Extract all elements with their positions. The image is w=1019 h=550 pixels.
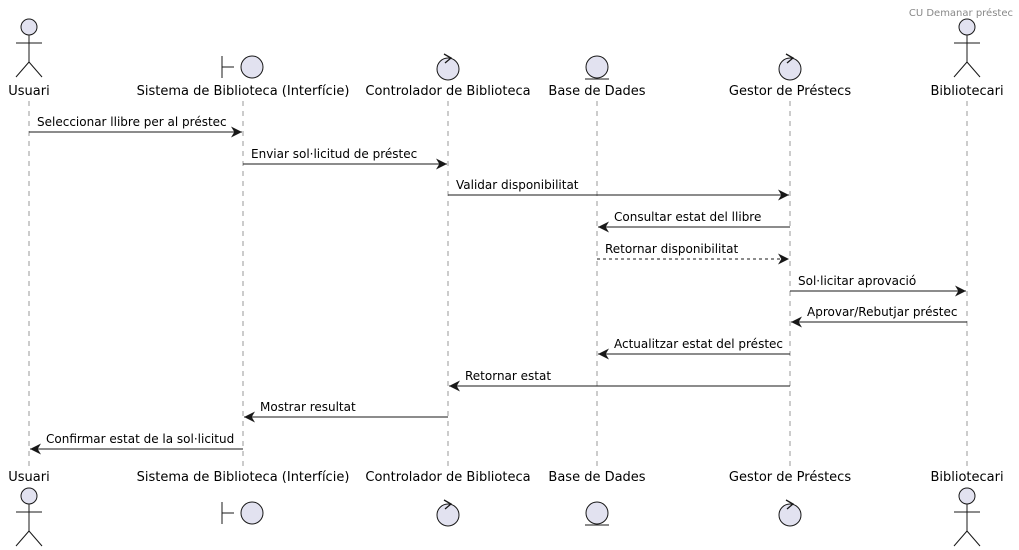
participant-bibliotecari-top: Bibliotecari (930, 18, 1004, 99)
boundary-icon (221, 501, 264, 525)
message-9: Retornar estat (449, 369, 790, 392)
message-3: Validar disponibilitat (448, 178, 789, 201)
participant-label: Sistema de Biblioteca (Interfície) (137, 470, 350, 485)
participant-label: Usuari (8, 84, 49, 99)
participant-sistema-bottom: Sistema de Biblioteca (Interfície) (137, 470, 350, 525)
participant-label: Controlador de Biblioteca (365, 470, 530, 485)
participant-label: Base de Dades (548, 84, 645, 99)
participant-gestor-top: Gestor de Préstecs (729, 53, 851, 99)
participant-label: Gestor de Préstecs (729, 470, 851, 485)
control-icon (778, 499, 802, 527)
message-10: Mostrar resultat (244, 400, 448, 423)
actor-icon (15, 487, 43, 547)
message-label: Aprovar/Rebutjar préstec (807, 305, 957, 319)
message-8: Actualitzar estat del préstec (598, 337, 790, 360)
message-label: Consultar estat del llibre (614, 210, 761, 224)
entity-icon (585, 501, 609, 526)
participant-base-bottom: Base de Dades (548, 470, 646, 526)
message-label: Actualitzar estat del préstec (614, 337, 783, 351)
boundary-icon (221, 55, 264, 79)
participant-label: Gestor de Préstecs (729, 84, 851, 99)
message-label: Retornar estat (465, 369, 551, 383)
participant-label: Controlador de Biblioteca (365, 84, 530, 99)
participant-base-top: Base de Dades (548, 55, 646, 99)
participant-label: Base de Dades (548, 470, 645, 485)
message-label: Sol·licitar aprovació (798, 274, 916, 288)
message-4: Consultar estat del llibre (598, 210, 790, 233)
message-11: Confirmar estat de la sol·licitud (30, 432, 243, 455)
participant-usuari-top: Usuari (8, 18, 50, 99)
message-label: Mostrar resultat (260, 400, 356, 414)
diagram-title: CU Demanar préstec (909, 7, 1013, 19)
message-label: Retornar disponibilitat (605, 242, 738, 256)
message-label: Confirmar estat de la sol·licitud (46, 432, 234, 446)
participant-gestor-bottom: Gestor de Préstecs (729, 470, 851, 527)
participant-label: Bibliotecari (930, 84, 1003, 99)
message-1: Seleccionar llibre per al préstec (29, 115, 242, 138)
actor-icon (953, 487, 981, 547)
message-label: Enviar sol·licitud de préstec (251, 147, 417, 161)
participant-usuari-bottom: Usuari (8, 470, 50, 547)
participant-label: Usuari (8, 470, 49, 485)
entity-icon (585, 55, 609, 80)
message-2: Enviar sol·licitud de préstec (243, 147, 447, 170)
control-icon (436, 499, 460, 527)
actor-icon (15, 18, 43, 78)
participant-controlador-top: Controlador de Biblioteca (365, 53, 531, 99)
participant-bibliotecari-bottom: Bibliotecari (930, 470, 1004, 547)
message-6: Sol·licitar aprovació (790, 274, 966, 297)
message-5: Retornar disponibilitat (597, 242, 789, 265)
message-label: Seleccionar llibre per al préstec (37, 115, 227, 129)
participant-controlador-bottom: Controlador de Biblioteca (365, 470, 531, 527)
message-label: Validar disponibilitat (456, 178, 579, 192)
actor-icon (953, 18, 981, 78)
control-icon (778, 53, 802, 81)
participant-label: Sistema de Biblioteca (Interfície) (137, 84, 350, 99)
participant-label: Bibliotecari (930, 470, 1003, 485)
control-icon (436, 53, 460, 81)
message-7: Aprovar/Rebutjar préstec (791, 305, 967, 328)
participant-sistema-top: Sistema de Biblioteca (Interfície) (137, 55, 350, 99)
